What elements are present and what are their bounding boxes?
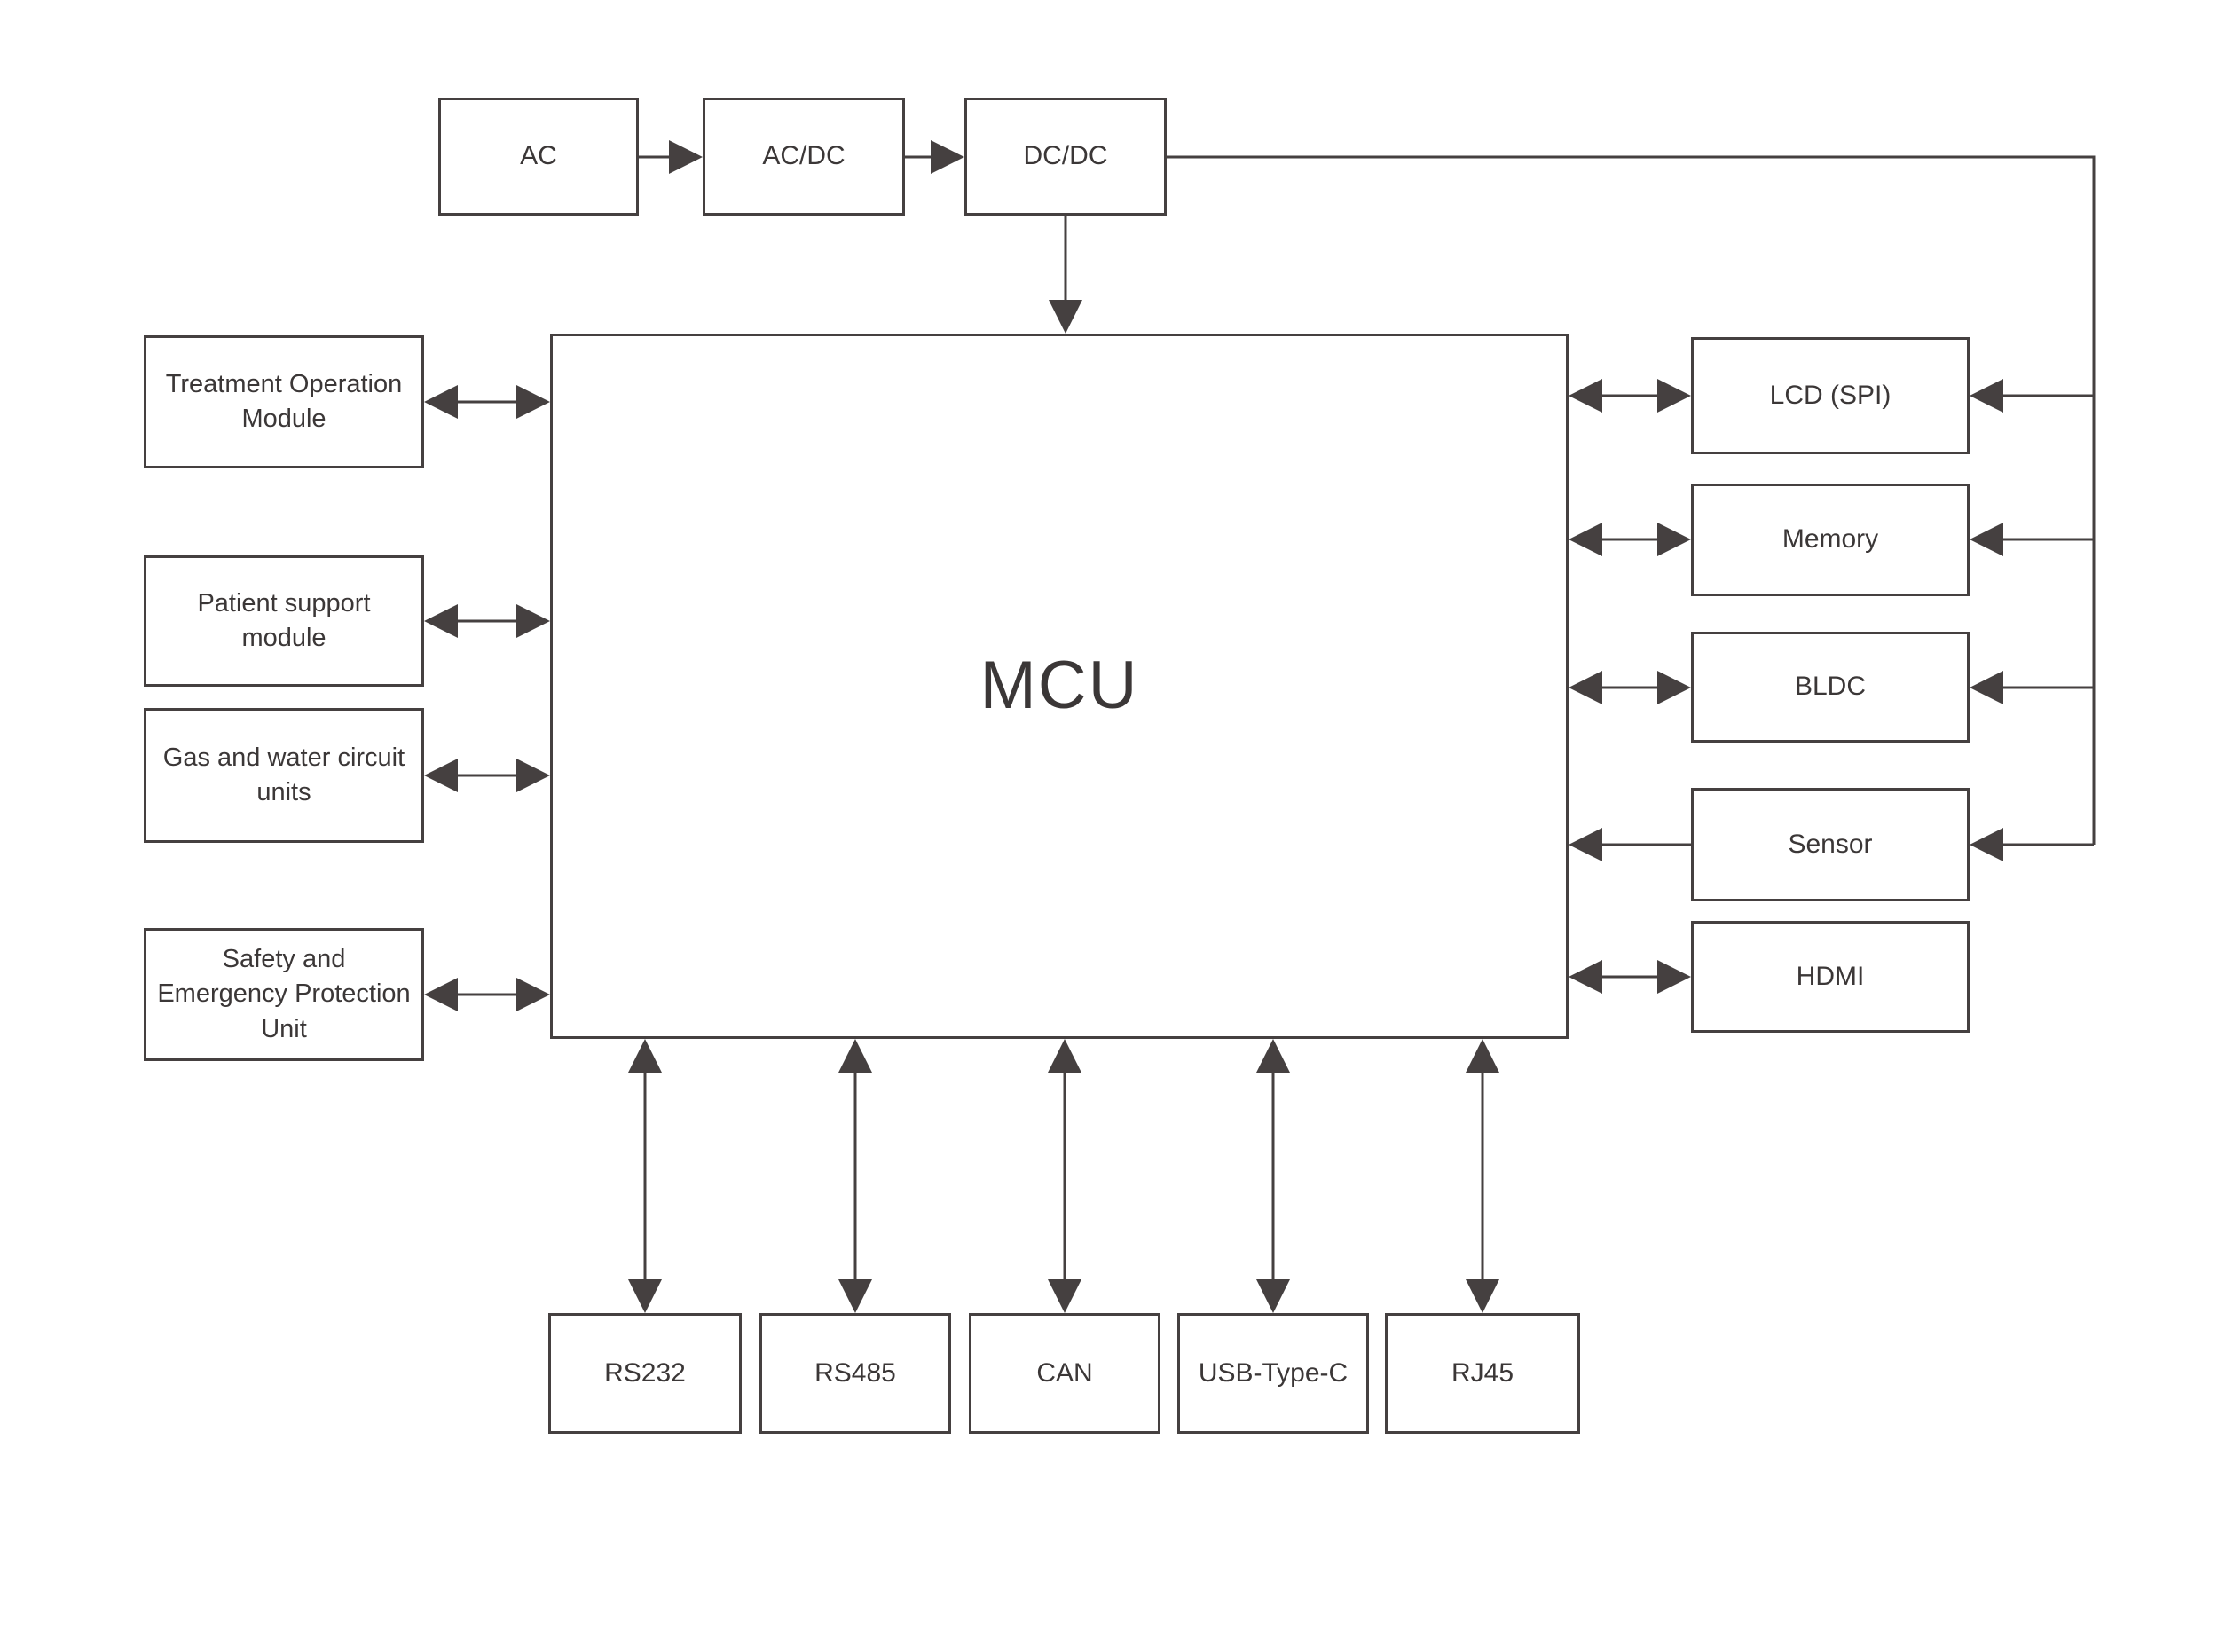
connector-mcu-patient xyxy=(424,604,550,638)
node-usb-label: USB-Type-C xyxy=(1198,1357,1349,1388)
node-can: CAN xyxy=(969,1313,1160,1434)
node-lcd-spi: LCD (SPI) xyxy=(1691,337,1970,454)
connector-power-sensor xyxy=(1970,828,2094,861)
node-dc-dc-label: DC/DC xyxy=(1023,141,1108,171)
connector-mcu-hdmi xyxy=(1569,960,1691,994)
node-hdmi: HDMI xyxy=(1691,921,1970,1033)
connector-sensor-mcu xyxy=(1569,828,1691,861)
connector-dcdc-mcu xyxy=(1049,216,1082,334)
node-rs232: RS232 xyxy=(548,1313,742,1434)
connector-acdc-dcdc xyxy=(905,140,964,174)
connector-ac-acdc xyxy=(639,140,703,174)
node-ac-label: AC xyxy=(520,141,557,171)
node-hdmi-label: HDMI xyxy=(1796,961,1865,991)
node-mcu: MCU xyxy=(550,334,1569,1039)
connector-power-lcd xyxy=(1970,379,2094,413)
node-memory: Memory xyxy=(1691,484,1970,596)
connector-mcu-bldc xyxy=(1569,671,1691,704)
node-patient-support-module: Patient support module xyxy=(144,555,424,687)
node-treatment-label: Treatment Operation Module xyxy=(165,369,403,433)
node-memory-label: Memory xyxy=(1781,524,1879,555)
connector-mcu-safety xyxy=(424,978,550,1011)
node-sensor: Sensor xyxy=(1691,788,1970,901)
node-gas-water-circuit-units: Gas and water circuit units xyxy=(144,708,424,843)
node-rs485-label: RS485 xyxy=(814,1357,896,1388)
node-treatment-operation-module: Treatment Operation Module xyxy=(144,335,424,468)
node-rj45-label: RJ45 xyxy=(1451,1357,1514,1388)
connector-power-bldc xyxy=(1970,671,2094,704)
node-gas-label: Gas and water circuit units xyxy=(162,743,405,806)
connector-mcu-rs485 xyxy=(838,1039,872,1313)
node-safety-emergency-protection-unit: Safety and Emergency Protection Unit xyxy=(144,928,424,1061)
connector-mcu-memory xyxy=(1569,523,1691,556)
node-rj45: RJ45 xyxy=(1385,1313,1580,1434)
connector-power-memory xyxy=(1970,523,2094,556)
node-can-label: CAN xyxy=(1036,1357,1093,1388)
connector-mcu-treatment xyxy=(424,385,550,419)
node-usb-type-c: USB-Type-C xyxy=(1177,1313,1369,1434)
node-rs232-label: RS232 xyxy=(604,1357,686,1388)
connector-mcu-rs232 xyxy=(628,1039,662,1313)
node-safety-label: Safety and Emergency Protection Unit xyxy=(157,945,411,1043)
connector-power-rail xyxy=(1167,155,2096,845)
connector-mcu-gas xyxy=(424,759,550,792)
node-patient-label: Patient support module xyxy=(197,588,371,652)
node-rs485: RS485 xyxy=(759,1313,951,1434)
connector-mcu-rj45 xyxy=(1466,1039,1499,1313)
node-bldc-label: BLDC xyxy=(1794,672,1867,702)
connector-mcu-can xyxy=(1048,1039,1081,1313)
node-ac: AC xyxy=(438,98,639,216)
node-lcd-label: LCD (SPI) xyxy=(1769,380,1892,410)
node-mcu-label: MCU xyxy=(979,648,1139,724)
connector-mcu-usb xyxy=(1256,1039,1290,1313)
node-ac-dc: AC/DC xyxy=(703,98,905,216)
node-sensor-label: Sensor xyxy=(1788,829,1873,859)
node-bldc: BLDC xyxy=(1691,632,1970,743)
node-dc-dc: DC/DC xyxy=(964,98,1167,216)
connector-mcu-lcd xyxy=(1569,379,1691,413)
node-ac-dc-label: AC/DC xyxy=(762,141,846,171)
